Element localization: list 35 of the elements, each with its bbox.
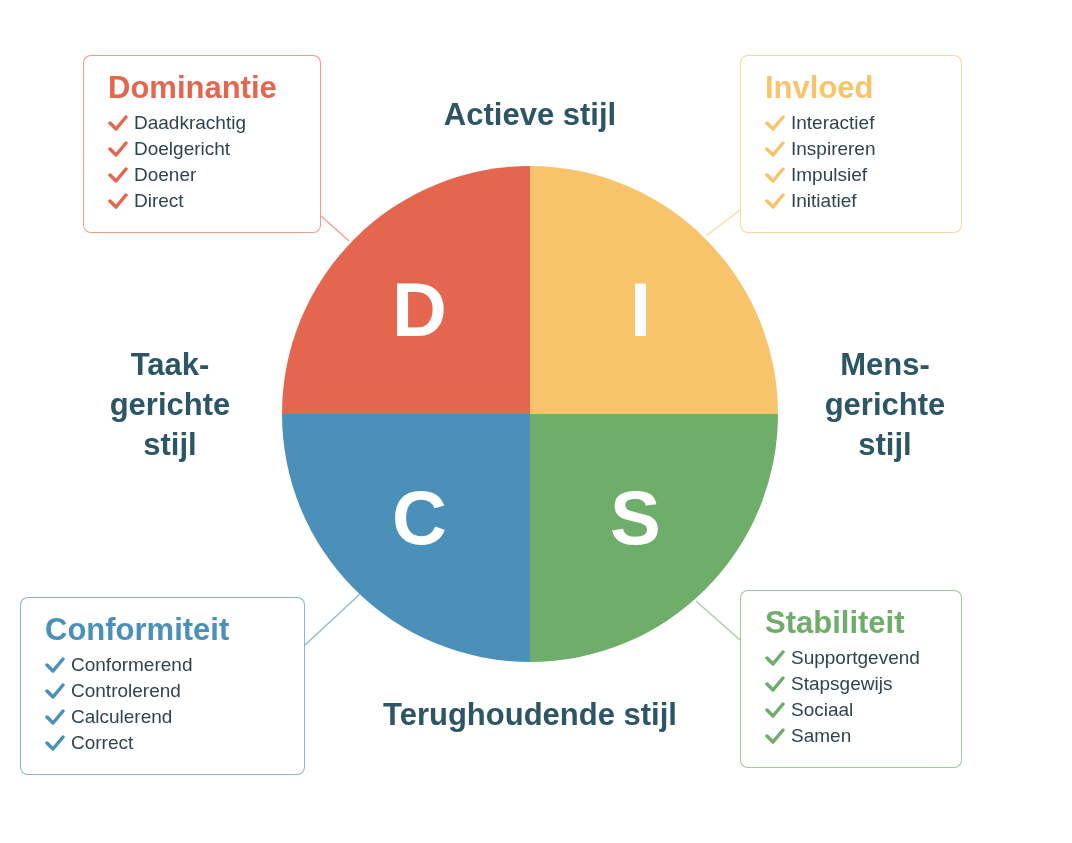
trait-item: Stapsgewijs <box>791 673 893 695</box>
trait-item: Calculerend <box>71 706 173 728</box>
quadrant-letter: I <box>630 266 652 353</box>
trait-item: Direct <box>134 190 184 212</box>
trait-item: Samen <box>791 725 852 747</box>
trait-item: Inspireren <box>791 138 876 160</box>
card-title: Conformiteit <box>45 612 230 648</box>
trait-item: Conformerend <box>71 654 193 676</box>
quadrant-letter: D <box>392 266 447 353</box>
card-title: Dominantie <box>108 70 277 106</box>
trait-item: Doener <box>134 164 197 186</box>
leader-line <box>695 600 741 641</box>
trait-item: Doelgericht <box>134 138 231 160</box>
trait-item: Daadkrachtig <box>134 112 246 134</box>
axis-label: Mens- gerichte stijl <box>823 346 947 464</box>
trait-item: Initiatief <box>791 190 857 212</box>
axis-label: Actieve stijl <box>442 96 618 134</box>
leader-line <box>705 209 741 237</box>
trait-item: Sociaal <box>791 699 854 721</box>
trait-item: Supportgevend <box>791 647 920 669</box>
axis-label: Terughoudende stijl <box>382 696 678 734</box>
leader-line <box>320 215 350 242</box>
trait-card <box>740 55 962 233</box>
trait-item: Correct <box>71 732 134 754</box>
card-title: Invloed <box>765 70 874 106</box>
quadrant-letter: S <box>610 474 661 561</box>
trait-card <box>83 55 321 233</box>
trait-item: Impulsief <box>791 164 868 186</box>
trait-item: Controlerend <box>71 680 181 702</box>
axis-label: Taak- gerichte stijl <box>108 346 232 464</box>
quadrant-letter: C <box>392 474 447 561</box>
trait-card <box>740 590 962 768</box>
trait-card <box>20 597 305 775</box>
card-title: Stabiliteit <box>765 605 905 641</box>
trait-item: Interactief <box>791 112 875 134</box>
